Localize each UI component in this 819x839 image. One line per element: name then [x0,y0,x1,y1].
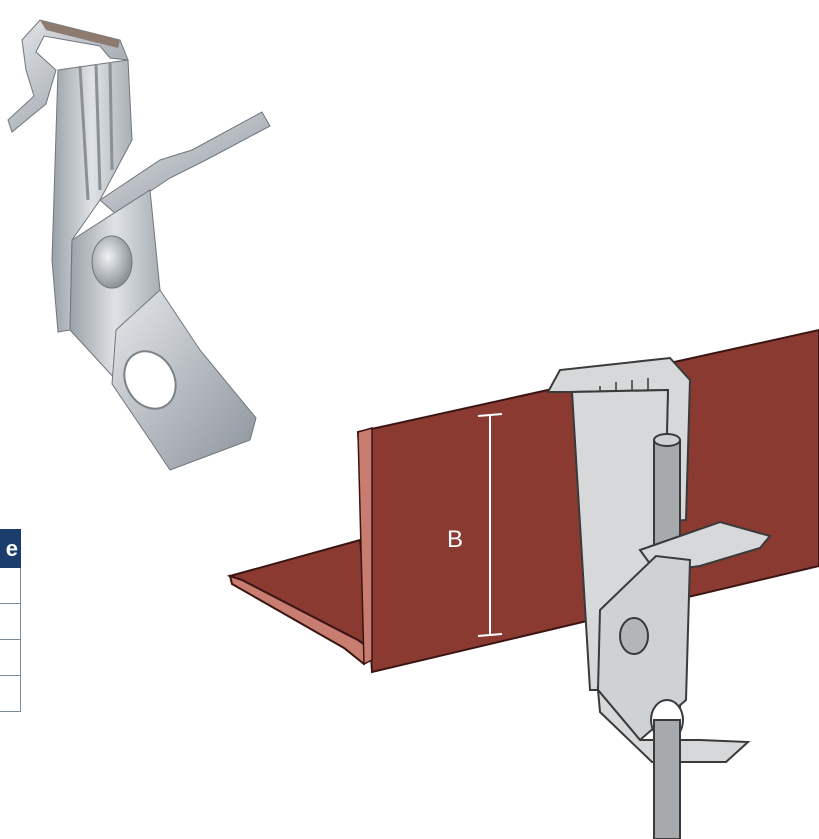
table-row [0,568,21,604]
spec-table: e [0,529,21,712]
table-row [0,640,21,676]
table-row [0,604,21,640]
spec-table-header: e [0,529,21,568]
dimension-label-b: B [447,526,464,553]
table-row [0,676,21,712]
